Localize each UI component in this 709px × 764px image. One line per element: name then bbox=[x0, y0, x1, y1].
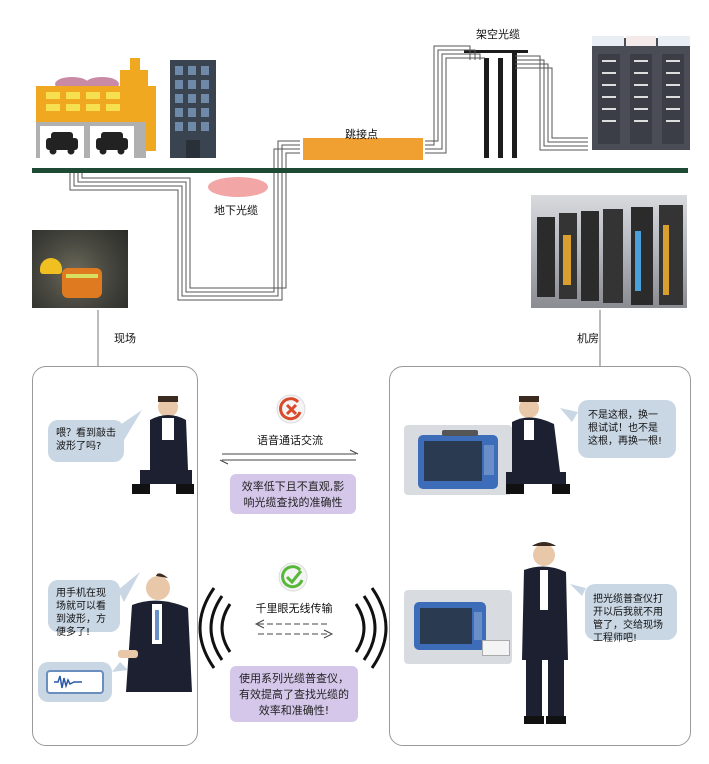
cross-icon bbox=[276, 394, 306, 424]
server-building bbox=[592, 36, 690, 150]
check-icon bbox=[278, 562, 308, 592]
site-label: 现场 bbox=[114, 332, 136, 345]
office-tower bbox=[170, 60, 216, 158]
machine-room-label: 机房 bbox=[577, 332, 599, 345]
phone-bubble bbox=[38, 662, 112, 702]
tester-device-top bbox=[404, 425, 512, 495]
site-worker-photo bbox=[32, 230, 128, 308]
cable-lines bbox=[69, 45, 588, 301]
underground-cable-label: 地下光缆 bbox=[214, 204, 258, 217]
voice-title: 语音通话交流 bbox=[257, 434, 323, 447]
room-bubble-bottom: 把光缆普查仪打开以后我就不用管了，交给现场工程师吧! bbox=[585, 584, 677, 644]
ground-line bbox=[32, 168, 688, 173]
machine-room-photo bbox=[531, 195, 687, 308]
site-bubble-top: 喂？看到敲击波形了吗? bbox=[48, 420, 124, 462]
utility-poles bbox=[464, 50, 528, 158]
phone-wave-icon bbox=[54, 675, 82, 689]
wireless-title: 千里眼无线传输 bbox=[255, 602, 333, 615]
wireless-note: 使用系列光缆普查仪，有效提高了查找光缆的效率和准确性! bbox=[230, 666, 358, 722]
jump-point-box bbox=[303, 138, 423, 160]
jump-point-label: 跳接点 bbox=[345, 128, 378, 141]
manhole bbox=[208, 177, 268, 197]
room-bubble-top: 不是这根，换一根试试！也不是这根，再换一根! bbox=[578, 400, 676, 458]
tester-device-bottom bbox=[404, 590, 512, 664]
site-bubble-bottom: 用手机在现场就可以看到波形，方便多了! bbox=[48, 580, 120, 638]
voice-note: 效率低下且不直观,影响光缆查找的准确性 bbox=[230, 474, 356, 514]
factory-building bbox=[36, 58, 156, 158]
aerial-cable-label: 架空光缆 bbox=[476, 28, 520, 41]
